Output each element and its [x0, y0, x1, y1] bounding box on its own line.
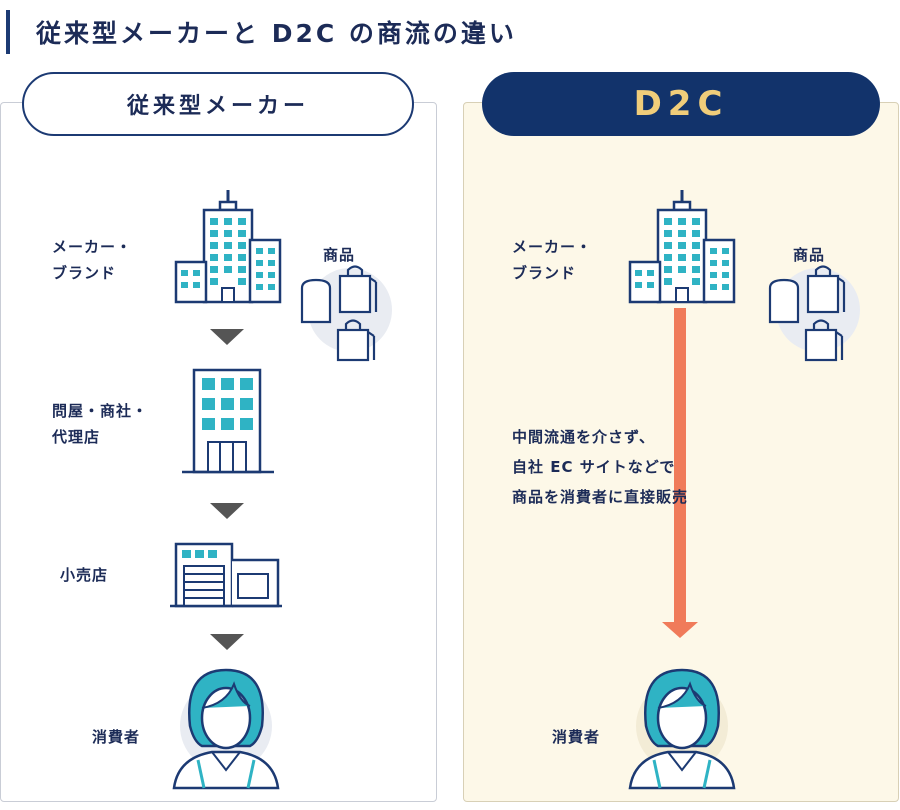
d2c-header-label: D2C [633, 84, 729, 124]
d2c-header: D2C [482, 72, 880, 136]
d2c-description: 中間流通を介さず、 自社 EC サイトなどで 商品を消費者に直接販売 [512, 422, 688, 512]
right-maker-label-line1: メーカー・ [512, 238, 593, 256]
office-building-icon [182, 368, 274, 474]
direct-sale-arrow-shaft [674, 308, 686, 628]
left-maker-label-line2: ブランド [52, 264, 117, 282]
left-product-label: 商品 [323, 246, 356, 264]
left-wholesaler-label-line1: 問屋・商社・ [52, 402, 149, 420]
left-maker-label: メーカー・ ブランド [52, 234, 132, 286]
right-consumer-label: 消費者 [552, 728, 601, 746]
right-product-label: 商品 [793, 246, 826, 264]
left-maker-label-line1: メーカー・ [52, 238, 133, 256]
consumer-icon [172, 668, 280, 790]
left-retailer-label: 小売店 [60, 566, 109, 584]
d2c-description-line3: 商品を消費者に直接販売 [512, 488, 689, 506]
building-icon [174, 190, 282, 304]
flow-arrow-down-3 [210, 634, 244, 650]
d2c-description-line2: 自社 EC サイトなどで [512, 458, 676, 476]
title-accent-bar [6, 10, 10, 54]
left-consumer-label: 消費者 [92, 728, 141, 746]
d2c-description-line1: 中間流通を介さず、 [512, 428, 655, 446]
direct-sale-arrow-head [662, 622, 698, 638]
store-icon [170, 542, 282, 608]
page-title: 従来型メーカーと D2C の商流の違い [36, 19, 517, 48]
consumer-icon-d2c [628, 668, 736, 790]
left-wholesaler-label: 問屋・商社・ 代理店 [52, 398, 148, 450]
traditional-header: 従来型メーカー [22, 72, 414, 136]
product-bags-icon [300, 265, 392, 362]
traditional-header-label: 従来型メーカー [126, 94, 309, 119]
building-icon-d2c [628, 190, 736, 304]
product-bags-icon-d2c [768, 265, 860, 362]
right-maker-label-line2: ブランド [512, 264, 577, 282]
flow-arrow-down-1 [210, 329, 244, 345]
flow-arrow-down-2 [210, 503, 244, 519]
left-wholesaler-label-line2: 代理店 [52, 428, 101, 446]
right-maker-label: メーカー・ ブランド [512, 234, 592, 286]
